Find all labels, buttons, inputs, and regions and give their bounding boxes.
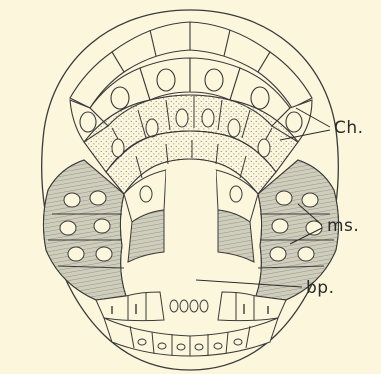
label-mesoderm: ms. <box>327 218 359 235</box>
bottom-cells <box>104 318 278 356</box>
label-blastopore: bp. <box>306 280 335 297</box>
central-cavity <box>164 166 218 303</box>
label-chorda: Ch. <box>334 120 364 137</box>
